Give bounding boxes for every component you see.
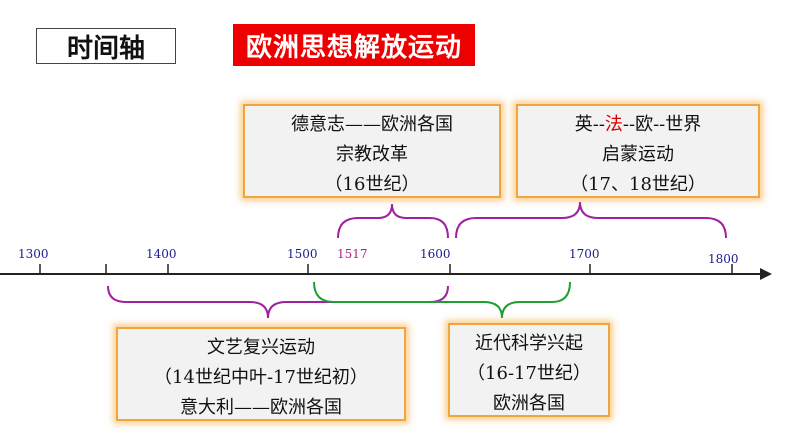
timeline-label: 时间轴 — [36, 28, 176, 64]
card-renaissance-line2: （14世纪中叶-17世纪初） — [154, 367, 368, 388]
card-enlightenment: 英--法--欧--世界 启蒙运动 （17、18世纪） — [516, 104, 760, 198]
card-enlightenment-line3: （17、18世纪） — [570, 174, 706, 195]
tick-label-1700: 1700 — [569, 247, 600, 261]
tick-label-1300: 1300 — [18, 247, 49, 261]
axis-arrow — [760, 268, 772, 280]
card-science-line2: （16-17世纪） — [467, 363, 591, 384]
tick-label-1517: 1517 — [337, 247, 368, 261]
tick-label-1800: 1800 — [708, 252, 739, 266]
route-france: 法 — [604, 114, 623, 135]
card-science-line1: 近代科学兴起 — [475, 333, 583, 354]
tick-label-1500: 1500 — [287, 247, 318, 261]
brace-science — [313, 281, 571, 319]
card-renaissance-line1: 文艺复兴运动 — [207, 337, 315, 358]
card-enlightenment-line2: 启蒙运动 — [602, 144, 674, 165]
brace-reformation — [337, 203, 449, 239]
card-reformation-line2: 宗教改革 — [336, 144, 408, 165]
card-renaissance: 文艺复兴运动 （14世纪中叶-17世纪初） 意大利——欧洲各国 — [116, 327, 406, 421]
route-start: 英-- — [574, 114, 605, 135]
route-end: --欧--世界 — [622, 114, 702, 135]
page-title: 欧洲思想解放运动 — [233, 24, 475, 66]
brace-enlightenment — [455, 201, 727, 239]
card-science-line3: 欧洲各国 — [493, 393, 565, 414]
tick-label-1400: 1400 — [146, 247, 177, 261]
card-science: 近代科学兴起 （16-17世纪） 欧洲各国 — [448, 323, 610, 417]
card-enlightenment-line1: 英--法--欧--世界 — [518, 110, 758, 140]
card-renaissance-line3: 意大利——欧洲各国 — [180, 397, 342, 418]
card-reformation-line3: （16世纪） — [324, 174, 420, 195]
card-reformation-line1: 德意志——欧洲各国 — [291, 114, 453, 135]
tick-label-1600: 1600 — [420, 247, 451, 261]
card-reformation: 德意志——欧洲各国 宗教改革 （16世纪） — [243, 104, 501, 198]
